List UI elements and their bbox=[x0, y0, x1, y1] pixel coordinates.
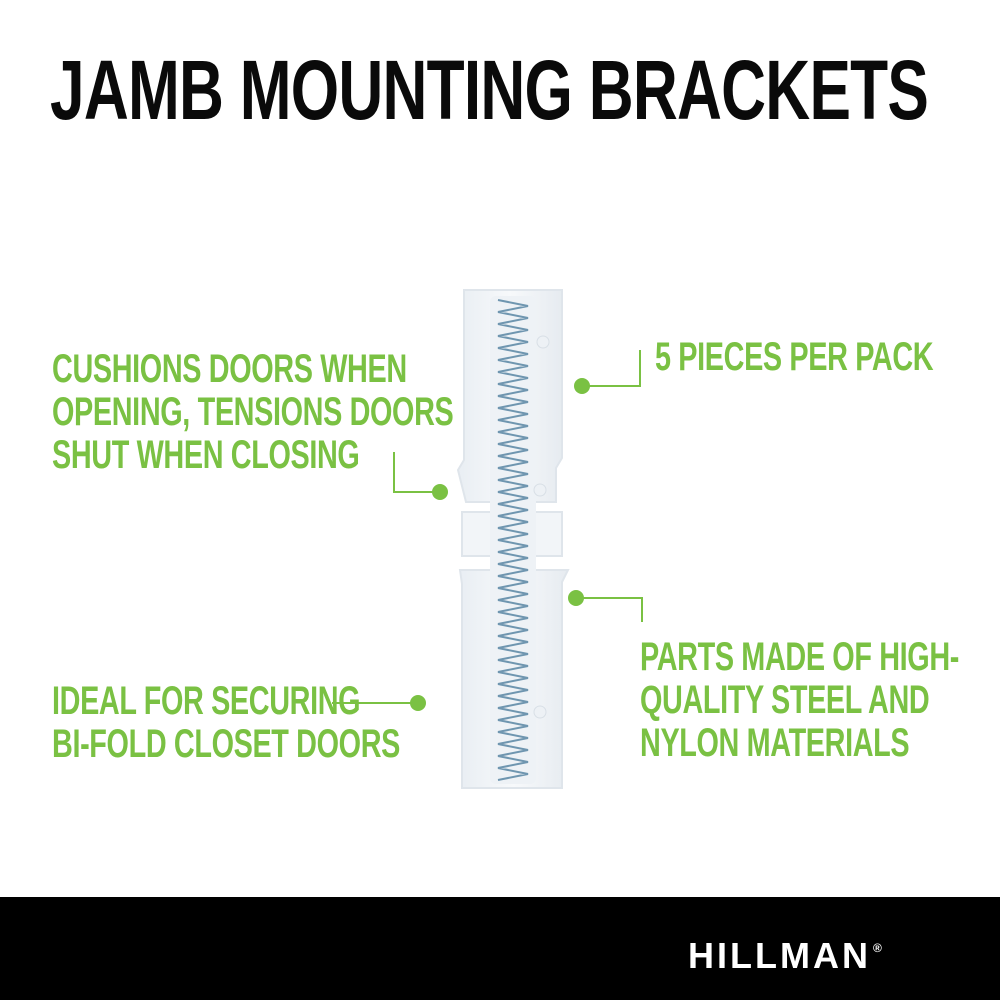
callout-pieces-per-pack: 5 PIECES PER PACK bbox=[655, 335, 934, 379]
footer-bar: HILLMAN® bbox=[0, 897, 1000, 1000]
callout-dot-cushion bbox=[432, 484, 448, 500]
callout-dot-parts bbox=[568, 590, 584, 606]
callout-line: IDEAL FOR SECURING bbox=[52, 679, 361, 723]
steel-spring bbox=[497, 299, 529, 781]
spring-channel bbox=[490, 296, 536, 784]
callout-line: QUALITY STEEL AND bbox=[640, 678, 930, 722]
callout-line: BI-FOLD CLOSET DOORS bbox=[52, 722, 400, 766]
callout-line: CUSHIONS DOORS WHEN bbox=[52, 347, 407, 391]
leader-pieces bbox=[584, 350, 641, 387]
leader-parts bbox=[578, 597, 643, 622]
brand-name: HILLMAN bbox=[688, 935, 871, 976]
callout-materials: PARTS MADE OF HIGH- QUALITY STEEL AND NY… bbox=[640, 636, 959, 765]
callout-ideal-for: IDEAL FOR SECURING BI-FOLD CLOSET DOORS bbox=[52, 680, 400, 766]
callout-dot-pieces bbox=[574, 378, 590, 394]
callout-dot-ideal bbox=[410, 695, 426, 711]
registered-mark: ® bbox=[872, 941, 882, 955]
callout-line: 5 PIECES PER PACK bbox=[655, 335, 934, 379]
callout-line: PARTS MADE OF HIGH- bbox=[640, 635, 960, 679]
leader-cushion bbox=[393, 452, 438, 493]
callout-cushions-doors: CUSHIONS DOORS WHEN OPENING, TENSIONS DO… bbox=[52, 347, 454, 477]
brand-logo: HILLMAN® bbox=[688, 925, 948, 976]
callout-line: SHUT WHEN CLOSING bbox=[52, 433, 360, 477]
spring-coil bbox=[497, 299, 529, 781]
callout-line: NYLON MATERIALS bbox=[640, 721, 910, 765]
callout-line: OPENING, TENSIONS DOORS bbox=[52, 390, 454, 434]
